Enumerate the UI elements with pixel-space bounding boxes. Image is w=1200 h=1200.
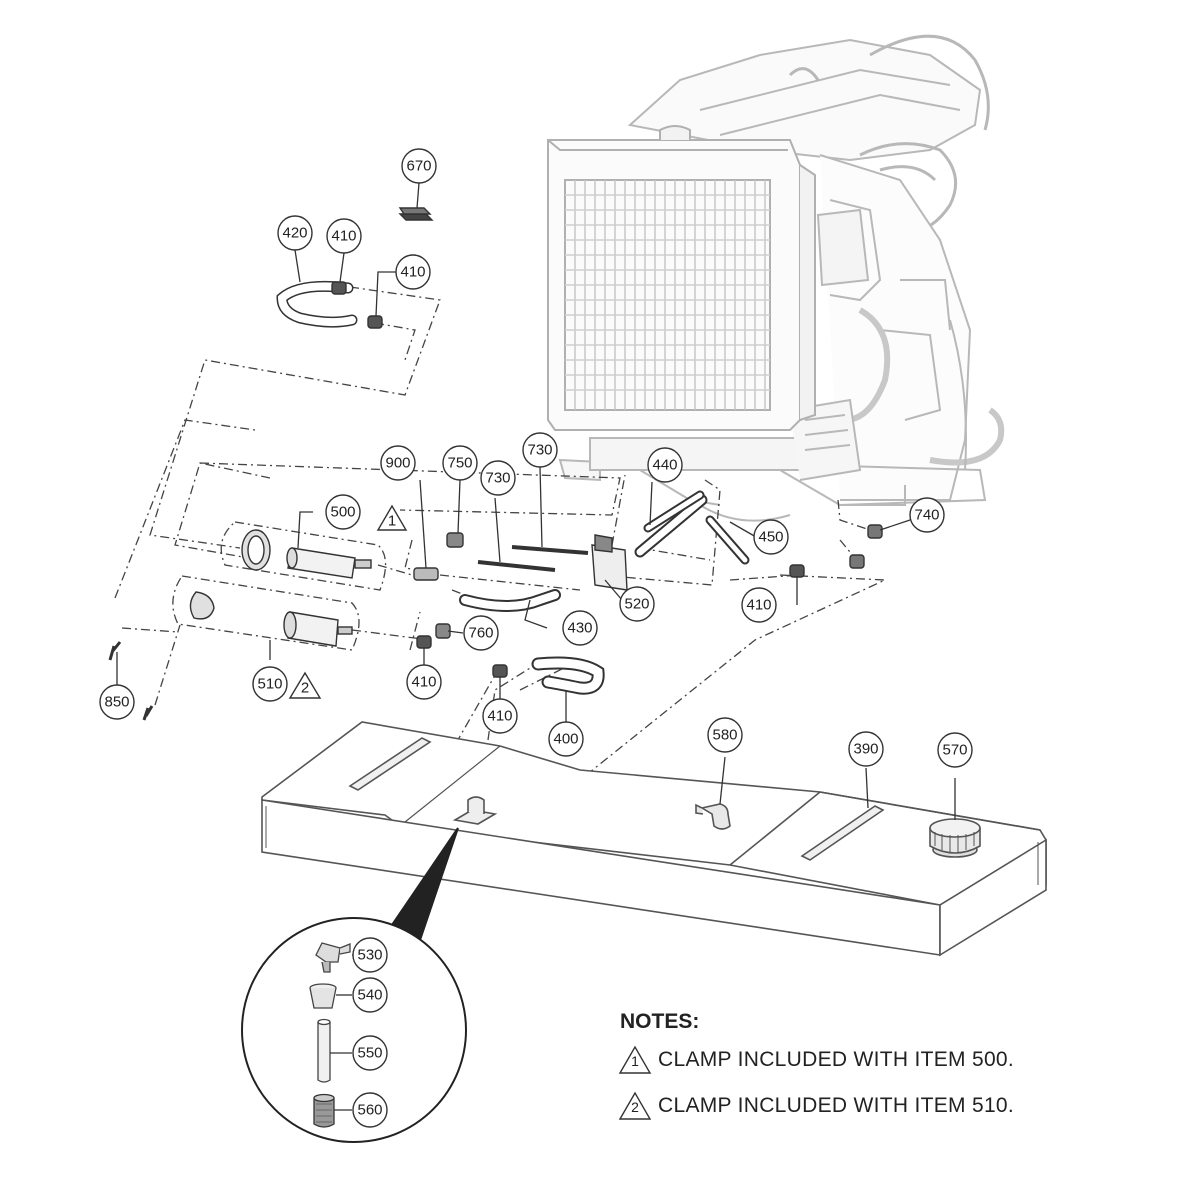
note-item-2-text: CLAMP INCLUDED WITH ITEM 510. xyxy=(658,1094,1015,1117)
callout-760 xyxy=(463,615,499,651)
callout-label: 560 xyxy=(357,1102,382,1119)
notes-title: NOTES: xyxy=(620,1010,700,1033)
callout-label: 730 xyxy=(485,470,510,487)
note-marker-2: 2 xyxy=(288,671,322,699)
callout-540 xyxy=(352,977,388,1013)
callout-label: 500 xyxy=(330,504,355,521)
callout-560 xyxy=(352,1092,388,1128)
callout-label: 410 xyxy=(487,708,512,725)
callout-410e xyxy=(482,698,518,734)
callout-label: 540 xyxy=(357,987,382,1004)
callout-520 xyxy=(619,586,655,622)
note-triangle-1: 1 xyxy=(618,1045,652,1074)
callout-400 xyxy=(548,721,584,757)
engine-assembly xyxy=(558,34,1005,522)
callout-label: 760 xyxy=(468,625,493,642)
callout-label: 570 xyxy=(942,742,967,759)
callout-label: 420 xyxy=(282,225,307,242)
callout-label: 900 xyxy=(385,455,410,472)
callout-850 xyxy=(99,684,135,720)
callout-circles xyxy=(99,148,973,1128)
callout-label: 530 xyxy=(357,947,382,964)
callout-label: 440 xyxy=(652,457,677,474)
note-item-2: 2 CLAMP INCLUDED WITH ITEM 510. xyxy=(618,1088,1138,1124)
callout-label: 510 xyxy=(257,676,282,693)
callout-390 xyxy=(848,731,884,767)
callout-900 xyxy=(380,445,416,481)
pickup-detail-view xyxy=(241,917,467,1143)
callout-label: 740 xyxy=(914,507,939,524)
note-marker-1: 1 xyxy=(376,504,408,531)
fuel-tank xyxy=(261,721,1047,957)
callout-labels: 670 420 410 410 750 900 730 730 440 500 … xyxy=(104,158,967,1119)
callout-510 xyxy=(252,666,288,702)
callout-730a xyxy=(522,432,558,468)
callout-570 xyxy=(937,732,973,768)
note-item-1-marker: 1 xyxy=(631,1053,639,1069)
callout-450 xyxy=(753,519,789,555)
callout-430 xyxy=(562,610,598,646)
callout-420 xyxy=(277,215,313,251)
note-triangle-2: 2 xyxy=(618,1091,652,1120)
note-item-1-text: CLAMP INCLUDED WITH ITEM 500. xyxy=(658,1048,1015,1071)
callout-440 xyxy=(647,447,683,483)
callout-750 xyxy=(442,445,478,481)
callout-label: 450 xyxy=(758,529,783,546)
callouts xyxy=(116,182,956,1111)
notes-section: NOTES: 1 CLAMP INCLUDED WITH ITEM 500. 2… xyxy=(618,1010,1138,1134)
detail-pointer xyxy=(392,828,458,940)
note-item-1: 1 CLAMP INCLUDED WITH ITEM 500. xyxy=(618,1042,1138,1078)
callout-670 xyxy=(401,148,437,184)
callout-label: 400 xyxy=(553,731,578,748)
callout-label: 410 xyxy=(400,264,425,281)
callout-550 xyxy=(352,1035,388,1071)
callout-730b xyxy=(480,460,516,496)
callout-label: 670 xyxy=(406,158,431,175)
callout-label: 410 xyxy=(746,597,771,614)
callout-410b xyxy=(395,254,431,290)
callout-530 xyxy=(352,937,388,973)
callout-410d xyxy=(406,664,442,700)
callout-label: 580 xyxy=(712,727,737,744)
callout-label: 410 xyxy=(331,228,356,245)
callout-410c xyxy=(741,587,777,623)
callout-410a xyxy=(326,218,362,254)
note-item-2-marker: 2 xyxy=(631,1099,639,1115)
callout-label: 730 xyxy=(527,442,552,459)
callout-label: 410 xyxy=(411,674,436,691)
callout-label: 850 xyxy=(104,694,129,711)
callout-label: 390 xyxy=(853,741,878,758)
callout-label: 750 xyxy=(447,455,472,472)
note-marker-1-label: 1 xyxy=(388,513,396,530)
parts xyxy=(108,207,883,721)
callout-label: 520 xyxy=(624,596,649,613)
callout-740 xyxy=(909,497,945,533)
callout-500 xyxy=(325,494,361,530)
callout-label: 430 xyxy=(567,620,592,637)
callout-label: 550 xyxy=(357,1045,382,1062)
radiator xyxy=(547,125,816,431)
callout-580 xyxy=(707,717,743,753)
note-marker-2-label: 2 xyxy=(301,680,309,697)
